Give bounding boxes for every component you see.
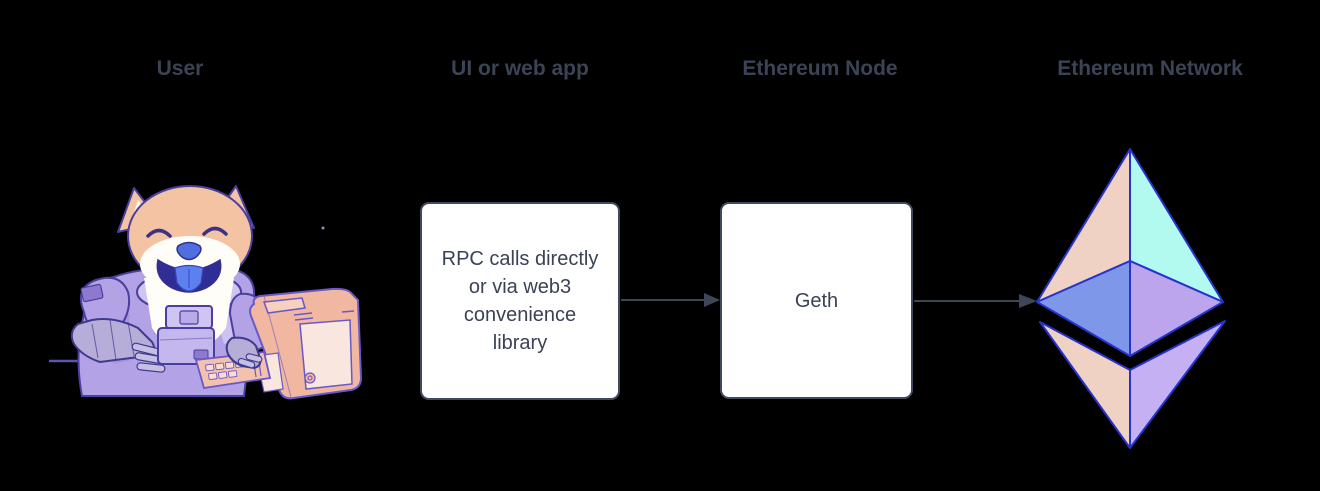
closed-eye-right-icon	[202, 226, 228, 236]
closed-eye-left-icon	[146, 228, 172, 238]
doge-head	[117, 185, 255, 293]
sparkle-dot	[321, 226, 325, 230]
chest-pack	[157, 305, 215, 365]
shoulder-patch	[80, 283, 104, 303]
blue-nose-icon	[176, 241, 202, 261]
computer-handle	[262, 297, 306, 314]
geth-box-label: Geth	[794, 289, 839, 312]
computer-port-icon	[304, 372, 316, 384]
glove-segments	[91, 319, 135, 361]
arrowhead-icon	[1019, 294, 1037, 308]
eth-face-mid-right	[1129, 260, 1224, 357]
retro-computer-icon	[249, 287, 363, 400]
robot-hand-right	[225, 336, 263, 370]
web-app-box: RPC calls directly or via web3 convenien…	[420, 202, 620, 400]
geth-box: Geth	[720, 202, 913, 399]
computer-back-panel	[299, 319, 353, 390]
robot-fingers-left	[131, 342, 168, 373]
column-label-ethereum-network: Ethereum Network	[1057, 57, 1243, 80]
computer-port-inner	[307, 375, 313, 381]
web-app-box-line: or via web3	[468, 276, 572, 298]
arrow-webapp-to-node	[621, 293, 720, 307]
column-label-ethereum-node: Ethereum Node	[742, 57, 898, 80]
arrowhead-icon	[704, 293, 720, 307]
arrow-node-to-network	[914, 294, 1037, 308]
column-label-user: User	[156, 57, 204, 80]
column-label-web-app: UI or web app	[451, 57, 589, 80]
doge-astronaut-illustration	[49, 185, 363, 400]
web-app-box-line: RPC calls directly	[441, 248, 599, 270]
ethereum-logo-icon	[1036, 148, 1226, 449]
web-app-box-line: library	[492, 332, 548, 354]
computer-vents	[293, 310, 355, 321]
web-app-box-line: convenience	[463, 304, 577, 326]
eth-face-bottom-right	[1129, 320, 1226, 449]
